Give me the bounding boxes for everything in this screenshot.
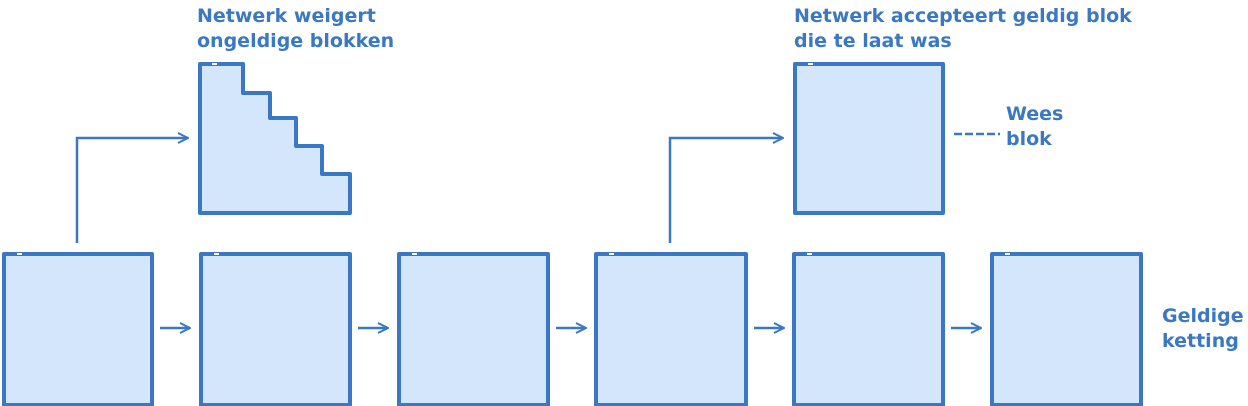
chain-block-6	[990, 252, 1143, 406]
orphan-block	[793, 62, 945, 215]
accepted-label-line-1: Netwerk accepteert geldig blok	[794, 5, 1132, 27]
rejected-block	[198, 62, 352, 215]
accepted-label-line-2: die te laat was	[794, 30, 952, 52]
valid-chain-label: Geldige ketting	[1162, 304, 1244, 354]
rejected-label-line-1: Netwerk weigert	[197, 5, 376, 27]
valid-chain	[2, 252, 1143, 406]
accepted-label: Netwerk accepteert geldig blok die te la…	[794, 4, 1132, 54]
orphan-branch	[668, 62, 1000, 243]
rejected-label: Netwerk weigert ongeldige blokken	[197, 4, 394, 54]
orphan-branch-arrow	[668, 138, 783, 243]
rejected-branch-arrow	[75, 138, 188, 243]
rejected-label-line-2: ongeldige blokken	[197, 30, 395, 52]
chain-block-1	[2, 252, 154, 406]
valid-chain-label-line-1: Geldige	[1162, 305, 1244, 327]
chain-block-5	[792, 252, 945, 406]
chain-block-3	[397, 252, 550, 406]
valid-chain-label-line-2: ketting	[1162, 330, 1239, 352]
orphan-label: Wees blok	[1006, 102, 1063, 152]
chain-block-4	[594, 252, 748, 406]
rejected-branch	[75, 62, 352, 243]
chain-block-2	[199, 252, 352, 406]
orphan-label-line-2: blok	[1006, 128, 1052, 150]
orphan-label-line-1: Wees	[1006, 103, 1064, 125]
